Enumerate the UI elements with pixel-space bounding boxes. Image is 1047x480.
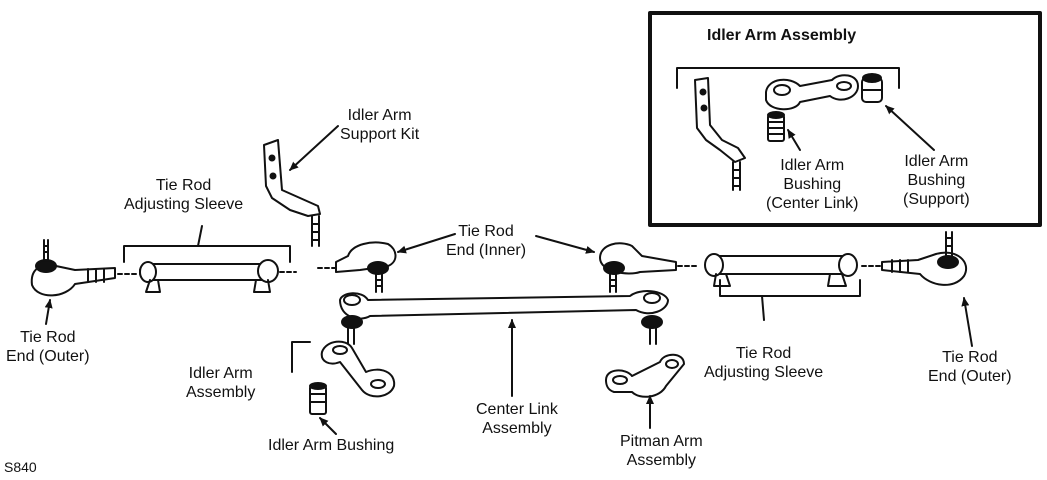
tie-rod-end-inner-right-part (599, 242, 697, 293)
label-center-link: Center Link Assembly (476, 401, 558, 437)
pitman-arm-part (605, 353, 685, 398)
inset-idler-arm-part (765, 74, 859, 111)
tie-rod-end-outer-left-part (30, 239, 116, 297)
arrow-outer-right (961, 297, 973, 347)
arrow-end-inner-right (535, 235, 595, 254)
center-link-part (339, 290, 669, 345)
label-support-kit: Idler Arm Support Kit (340, 107, 420, 143)
arrow-end-inner-left (397, 233, 456, 254)
label-end-outer-left: Tie Rod End (Outer) (6, 329, 90, 365)
label-pitman-arm: Pitman Arm Assembly (620, 433, 703, 469)
idler-arm-bushing-part (309, 382, 327, 415)
arrow-inset-support (885, 105, 935, 151)
inset-label-bushing-center-link: Idler Arm Bushing (Center Link) (766, 157, 859, 212)
arrow-idler-bushing (319, 417, 337, 435)
figure-code: S840 (4, 459, 37, 475)
tie-rod-end-outer-right-part (881, 231, 967, 286)
inset-bushing-center-link-part (767, 111, 785, 142)
label-sleeve-left: Tie Rod Adjusting Sleeve (124, 177, 244, 213)
arrow-outer-left (44, 299, 53, 325)
tie-rod-sleeve-right-part (704, 253, 881, 321)
inset-frame (648, 11, 1042, 227)
label-idler-bushing: Idler Arm Bushing (268, 437, 395, 454)
label-end-outer-right: Tie Rod End (Outer) (928, 349, 1012, 385)
inset-title: Idler Arm Assembly (707, 27, 857, 44)
arrow-support-kit (289, 125, 339, 171)
label-sleeve-right: Tie Rod Adjusting Sleeve (704, 345, 824, 381)
inset-label-bushing-support: Idler Arm Bushing (Support) (903, 153, 970, 208)
idler-arm-assembly-part (291, 340, 396, 398)
inset-bracket (676, 67, 900, 89)
inset-bushing-support-part (861, 73, 883, 103)
label-idler-assembly: Idler Arm Assembly (186, 365, 256, 401)
idler-arm-support-kit-part (263, 139, 321, 247)
inset-support-bracket-part (694, 77, 746, 191)
tie-rod-end-inner-left-part (317, 241, 397, 293)
arrow-inset-center-link (787, 129, 801, 151)
tie-rod-sleeve-left-part (117, 225, 297, 293)
label-end-inner: Tie Rod End (Inner) (446, 223, 527, 259)
